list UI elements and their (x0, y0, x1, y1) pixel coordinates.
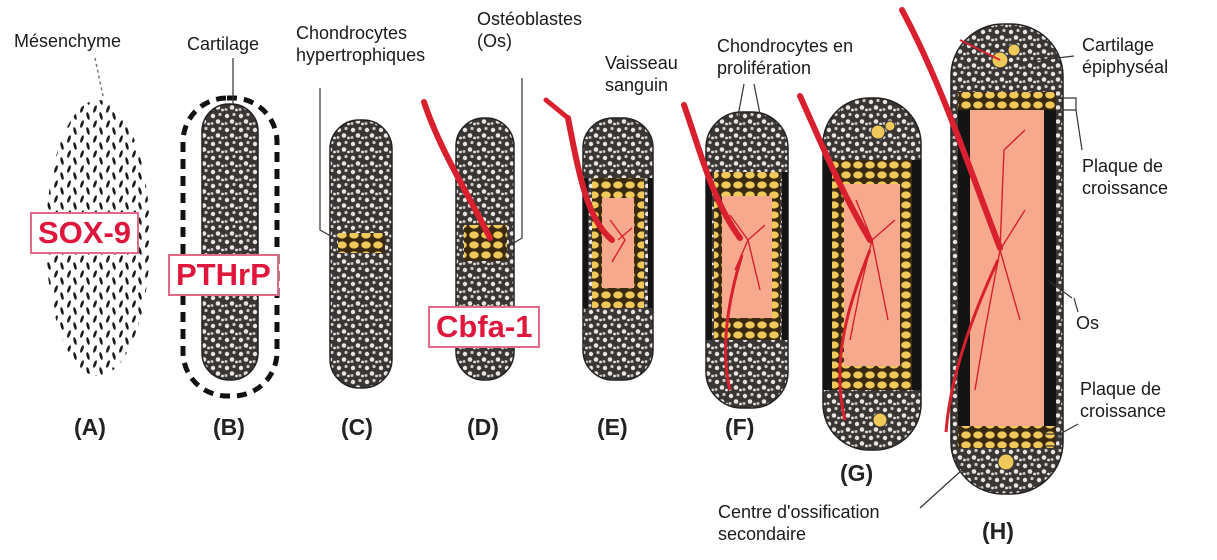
label-blood-vessel-line1: Vaisseau (605, 52, 678, 74)
stage-label-d: (D) (467, 414, 499, 441)
stage-h-mature-bone (902, 10, 1082, 508)
label-osteoblasts: Ostéoblastes (Os) (477, 8, 582, 52)
label-growth-plate-bottom-line2: croissance (1080, 400, 1166, 422)
stage-c-hypertrophy (320, 88, 392, 388)
label-cartilage: Cartilage (187, 33, 259, 55)
gene-pthrp-box: PTHrP (168, 254, 279, 296)
stage-label-c: (C) (341, 414, 373, 441)
gene-cbfa1-box: Cbfa-1 (428, 306, 540, 348)
label-osteoblasts-line1: Ostéoblastes (477, 8, 582, 30)
label-epiphyseal-line2: épiphyséal (1082, 56, 1168, 78)
label-growth-plate-bottom-line1: Plaque de (1080, 378, 1166, 400)
label-osteoblasts-line2: (Os) (477, 30, 582, 52)
stage-e-primary-ossification (546, 100, 653, 380)
label-hypertrophic-line1: Chondrocytes (296, 22, 425, 44)
label-growth-plate-top-line2: croissance (1082, 177, 1168, 199)
label-blood-vessel-line2: sanguin (605, 74, 678, 96)
stage-label-g: (G) (840, 460, 873, 487)
gene-sox9-box: SOX-9 (30, 212, 139, 254)
label-proliferating-line2: prolifération (717, 57, 853, 79)
stage-label-e: (E) (597, 414, 628, 441)
stage-b-cartilage (183, 58, 277, 396)
stage-g-marrow (800, 96, 921, 450)
label-proliferating-chondrocytes: Chondrocytes en prolifération (717, 35, 853, 79)
label-mesenchyme: Mésenchyme (14, 30, 121, 52)
label-secondary-ossification-center: Centre d'ossification secondaire (718, 501, 880, 545)
stage-label-b: (B) (213, 414, 245, 441)
stage-label-f: (F) (725, 414, 754, 441)
label-proliferating-line1: Chondrocytes en (717, 35, 853, 57)
label-growth-plate-bottom: Plaque de croissance (1080, 378, 1166, 422)
label-growth-plate-top: Plaque de croissance (1082, 155, 1168, 199)
label-blood-vessel: Vaisseau sanguin (605, 52, 678, 96)
label-epiphyseal-line1: Cartilage (1082, 34, 1168, 56)
label-growth-plate-top-line1: Plaque de (1082, 155, 1168, 177)
label-epiphyseal-cartilage: Cartilage épiphyséal (1082, 34, 1168, 78)
label-hypertrophic-chondrocytes: Chondrocytes hypertrophiques (296, 22, 425, 66)
label-secondary-line2: secondaire (718, 523, 880, 545)
label-hypertrophic-line2: hypertrophiques (296, 44, 425, 66)
stage-f-proliferation (684, 84, 788, 408)
stage-label-a: (A) (74, 414, 106, 441)
label-bone: Os (1076, 312, 1099, 334)
stage-label-h: (H) (982, 518, 1014, 545)
label-secondary-line1: Centre d'ossification (718, 501, 880, 523)
